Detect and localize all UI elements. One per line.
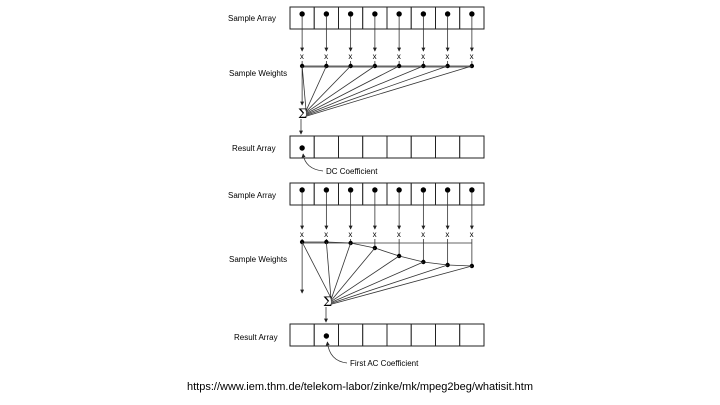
sample-array-label-top: Sample Array	[228, 14, 276, 23]
sum-symbol-bottom: Σ	[323, 295, 332, 310]
sample-dot	[299, 187, 305, 193]
sample-dot	[444, 11, 451, 17]
sample-weights-top	[299, 61, 475, 135]
multiply-mark: x	[324, 52, 328, 61]
result-cell-cell	[289, 323, 315, 347]
result-cell-cell	[459, 323, 485, 347]
callout-arrow	[325, 341, 348, 364]
sample-dot	[420, 187, 427, 193]
sample-dot	[372, 187, 378, 193]
sample-dot	[299, 11, 305, 17]
multiply-mark: x	[324, 230, 328, 239]
multiply-mark: x	[397, 52, 401, 61]
sample-weights-label-top: Sample Weights	[229, 69, 287, 78]
sum-input-line	[305, 65, 400, 114]
result-array-label-top: Result Array	[232, 144, 276, 153]
result-cell-cell	[362, 323, 388, 347]
sum-input-line	[301, 65, 307, 111]
result-cell-cell	[435, 323, 461, 347]
coefficient-label-bottom: First AC Coefficient	[350, 359, 419, 368]
weight-curve	[302, 241, 472, 267]
result-array-label-bottom: Result Array	[234, 333, 278, 342]
multiply-mark: x	[300, 52, 304, 61]
sum-input-line	[305, 65, 376, 114]
sum-symbol-top: Σ	[298, 107, 307, 122]
multiply-mark: x	[373, 52, 377, 61]
multiply-mark: x	[445, 230, 449, 239]
result-dot	[299, 145, 305, 151]
sample-dot	[420, 11, 427, 17]
sample-dot	[347, 187, 354, 193]
sample-array-top	[289, 6, 485, 52]
panel-top: Sample Array x x x x x x x x Sample Weights Σ R…	[228, 6, 485, 176]
result-cell-cell	[410, 135, 436, 159]
sum-input-line	[330, 255, 400, 302]
sum-input-line	[330, 242, 352, 300]
panel-bottom: Sample Array x x x x x x x x Sample Weights Σ R…	[228, 182, 485, 368]
result-cell-cell	[410, 323, 436, 347]
result-array-bottom	[289, 323, 485, 364]
sum-input-line	[330, 264, 448, 304]
sample-dot	[469, 11, 475, 17]
sum-input-line	[305, 65, 472, 117]
multiply-mark: x	[300, 230, 304, 239]
result-cell-cell	[386, 135, 412, 159]
source-url: https://www.iem.thm.de/telekom-labor/zin…	[186, 381, 534, 393]
result-cell-cell	[313, 135, 339, 159]
result-dot	[323, 333, 330, 339]
multiply-mark: x	[348, 52, 352, 61]
sample-dot	[347, 11, 354, 17]
callout-arrow	[301, 153, 324, 172]
sample-dot	[396, 11, 402, 17]
coefficient-label-top: DC Coefficient	[326, 167, 378, 176]
result-cell-cell	[435, 135, 461, 159]
sample-dot	[469, 187, 475, 193]
sum-input-line	[305, 65, 424, 115]
result-cell-cell	[459, 135, 485, 159]
sum-input-line	[301, 241, 332, 299]
sample-weights-bottom	[299, 239, 475, 323]
multiply-mark: x	[445, 52, 449, 61]
sample-dot	[444, 187, 451, 193]
sum-input-line	[325, 241, 332, 299]
multiply-mark: x	[348, 230, 352, 239]
multiply-mark: x	[373, 230, 377, 239]
sum-input-line	[305, 65, 327, 112]
result-cell-cell	[386, 323, 412, 347]
sample-dot	[323, 187, 330, 193]
sum-input-line	[330, 247, 376, 301]
result-cell-cell	[338, 135, 364, 159]
result-cell-cell	[362, 135, 388, 159]
sum-input-line	[330, 261, 424, 303]
multiply-mark: x	[421, 52, 425, 61]
sum-input-line	[305, 65, 351, 113]
multiply-mark: x	[397, 230, 401, 239]
sum-input-line	[305, 65, 448, 116]
sum-input-line	[330, 265, 472, 305]
sample-array-bottom	[289, 182, 485, 230]
sample-array-label-bottom: Sample Array	[228, 191, 276, 200]
sample-dot	[323, 11, 330, 17]
multiply-mark: x	[470, 52, 474, 61]
result-cell-cell	[338, 323, 364, 347]
sample-dot	[396, 187, 402, 193]
sample-weights-label-bottom: Sample Weights	[229, 255, 287, 264]
result-array-top	[289, 135, 485, 172]
multiply-mark: x	[470, 230, 474, 239]
multiply-mark: x	[421, 230, 425, 239]
sample-dot	[372, 11, 378, 17]
